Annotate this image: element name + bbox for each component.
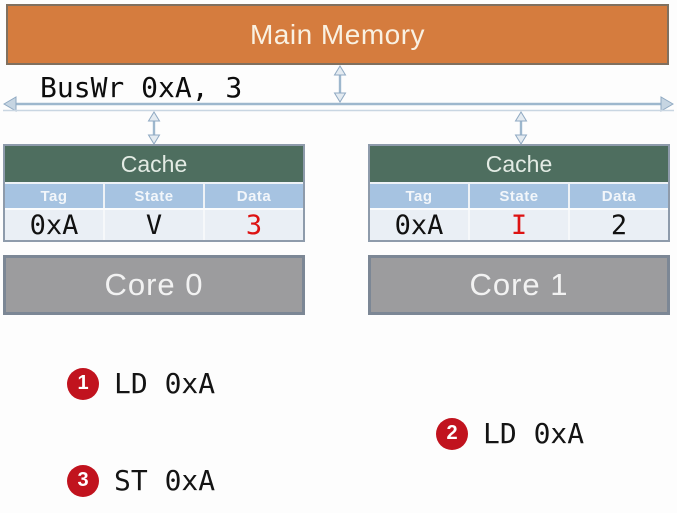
cache1-data-value: 2 bbox=[568, 210, 668, 240]
cache1-col-state: State bbox=[468, 184, 568, 208]
main-memory-box: Main Memory bbox=[6, 4, 669, 65]
step-3-label: ST 0xA bbox=[114, 464, 216, 497]
memory-bus-arrow bbox=[333, 65, 347, 103]
cache0-state-value: V bbox=[103, 210, 203, 240]
cache1-row: 0xA I 2 bbox=[370, 208, 668, 240]
cache1-bus-arrow bbox=[514, 111, 528, 145]
core1-label: Core 1 bbox=[469, 267, 569, 302]
step-2-badge: 2 bbox=[436, 417, 468, 450]
cache0-row: 0xA V 3 bbox=[5, 208, 303, 240]
cache0-bus-arrow bbox=[147, 111, 161, 145]
cache0-col-state: State bbox=[103, 184, 203, 208]
step-2-label: LD 0xA bbox=[483, 417, 585, 450]
step-2: 2 LD 0xA bbox=[436, 417, 584, 450]
bus-horizontal-arrow bbox=[3, 96, 674, 112]
bus-transaction-label: BusWr 0xA, 3 bbox=[40, 71, 243, 104]
main-memory-label: Main Memory bbox=[249, 18, 426, 50]
cache1-tag-value: 0xA bbox=[394, 209, 444, 241]
cache1-col-tag: Tag bbox=[405, 187, 433, 205]
cache1-title: Cache bbox=[370, 146, 668, 182]
cache1-col-data: Data bbox=[568, 184, 668, 208]
cache1-state-value: I bbox=[468, 210, 568, 240]
cache0-title: Cache bbox=[5, 146, 303, 182]
cache1-table: Cache Tag State Data 0xA I 2 bbox=[368, 144, 670, 242]
step-3-badge: 3 bbox=[67, 464, 99, 497]
step-1: 1 LD 0xA bbox=[67, 367, 215, 400]
core1-box: Core 1 bbox=[368, 255, 670, 315]
cache0-col-data: Data bbox=[203, 184, 303, 208]
cache0-tag-value: 0xA bbox=[29, 209, 79, 241]
core0-box: Core 0 bbox=[3, 255, 305, 315]
step-1-label: LD 0xA bbox=[114, 367, 216, 400]
cache0-col-tag: Tag bbox=[40, 187, 68, 205]
cache1-column-headers: Tag State Data bbox=[370, 182, 668, 208]
cache0-table: Cache Tag State Data 0xA V 3 bbox=[3, 144, 305, 242]
step-3: 3 ST 0xA bbox=[67, 464, 215, 497]
cache0-data-value: 3 bbox=[203, 210, 303, 240]
step-1-badge: 1 bbox=[67, 367, 99, 400]
core0-label: Core 0 bbox=[104, 267, 204, 302]
cache0-column-headers: Tag State Data bbox=[5, 182, 303, 208]
